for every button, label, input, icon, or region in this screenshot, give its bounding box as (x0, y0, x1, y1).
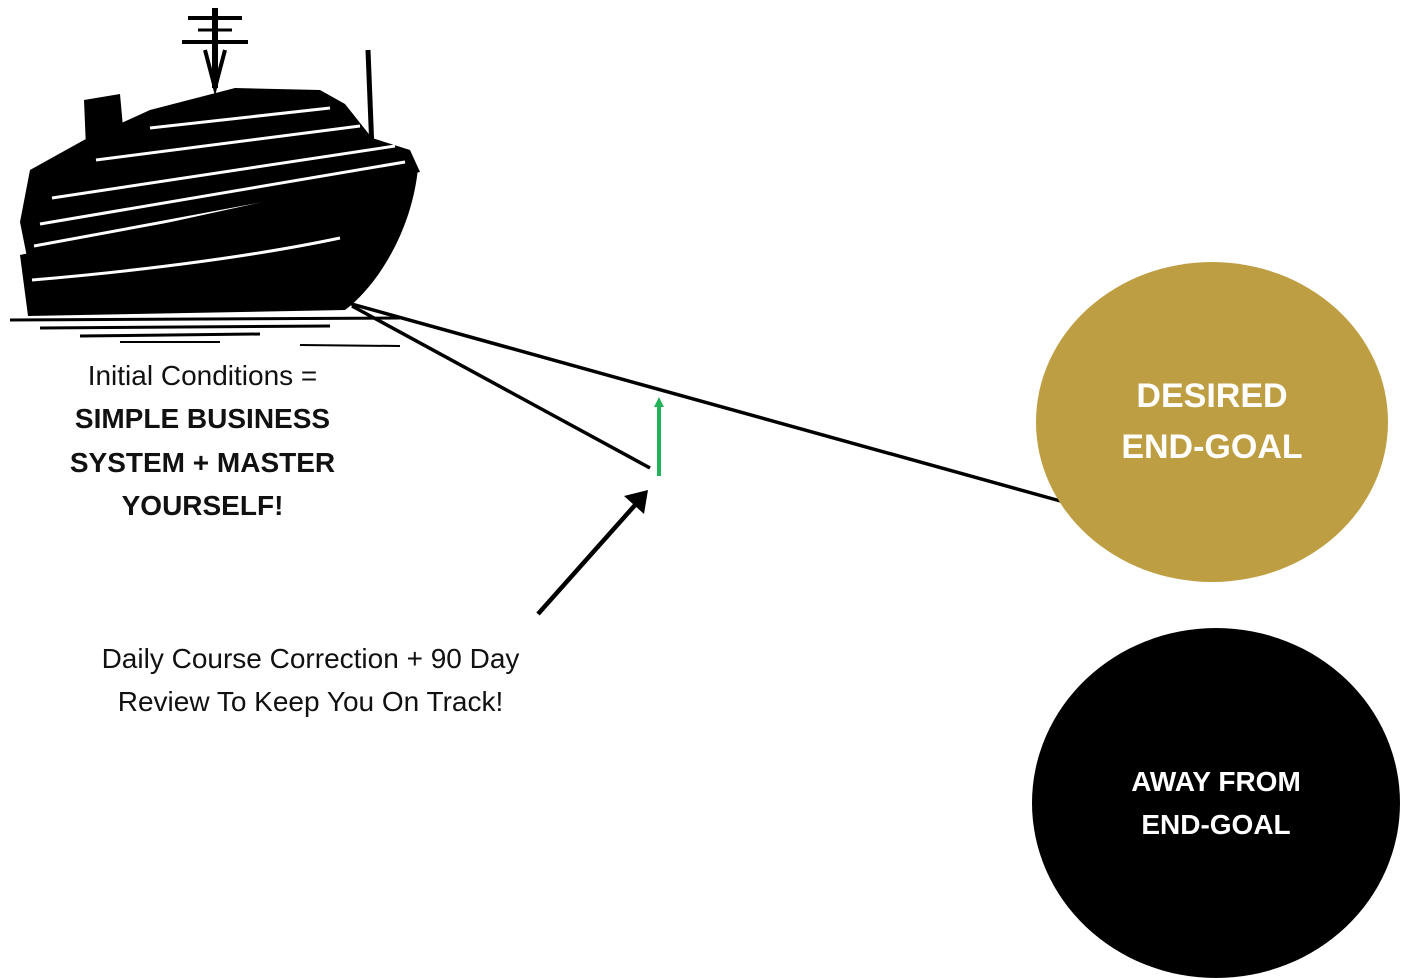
ship-bow-pole (365, 49, 375, 151)
ship-mast (182, 8, 248, 96)
water-lines (9, 316, 401, 347)
initial-conditions-bold: SIMPLE BUSINESS SYSTEM + MASTER YOURSELF… (69, 403, 336, 522)
cruise-ship-icon (9, 8, 420, 347)
desired-trajectory-line (347, 301, 1065, 504)
ship-hull-stripe (31, 236, 341, 282)
initial-conditions-text: Initial Conditions = SIMPLE BUSINESS SYS… (40, 354, 365, 528)
drift-trajectory-line (351, 304, 651, 470)
course-correction-text: Daily Course Correction + 90 Day Review … (101, 643, 520, 718)
away-from-end-goal-circle: AWAY FROM END-GOAL (1032, 628, 1400, 978)
desired-end-goal-circle: DESIRED END-GOAL (1036, 262, 1388, 582)
away-from-end-goal-label: AWAY FROM END-GOAL (1131, 765, 1301, 840)
initial-conditions-intro: Initial Conditions = (87, 360, 318, 391)
desired-end-goal-label: DESIRED END-GOAL (1121, 377, 1303, 466)
ship-hull (20, 168, 418, 316)
pointer-arrow (536, 490, 648, 616)
